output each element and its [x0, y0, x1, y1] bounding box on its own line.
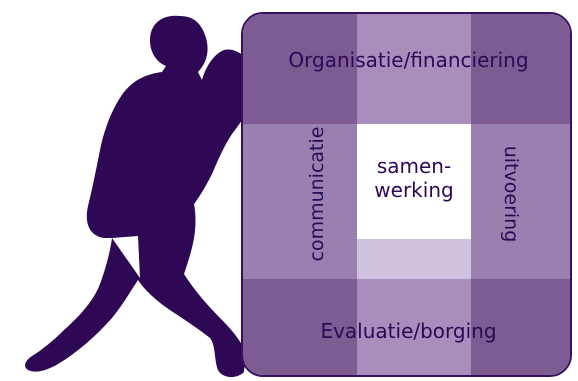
grid-cell-bottom-left [243, 279, 357, 375]
label-communicatie: communicatie [306, 126, 328, 262]
grid-cell-top-left [243, 14, 357, 124]
collaboration-grid: Organisatie/financiering communicatie ui… [241, 12, 572, 377]
label-uitvoering: uitvoering [500, 145, 522, 243]
label-organisatie-financiering: Organisatie/financiering [288, 48, 529, 72]
grid-cell-top-center [357, 14, 471, 124]
label-samenwerking-line1: samen- [376, 154, 452, 178]
grid-cell-middle-right [471, 124, 570, 279]
grid-cell-center [357, 124, 471, 239]
label-samenwerking: samen- werking [357, 154, 471, 202]
grid-cell-center-lower [357, 239, 471, 279]
grid-cell-top-right [471, 14, 570, 124]
grid-cell-middle-left [243, 124, 357, 279]
grid-cell-bottom-center [357, 279, 471, 375]
label-samenwerking-line2: werking [374, 178, 454, 202]
grid-cell-bottom-right [471, 279, 570, 375]
label-evaluatie-borging: Evaluatie/borging [320, 319, 497, 343]
